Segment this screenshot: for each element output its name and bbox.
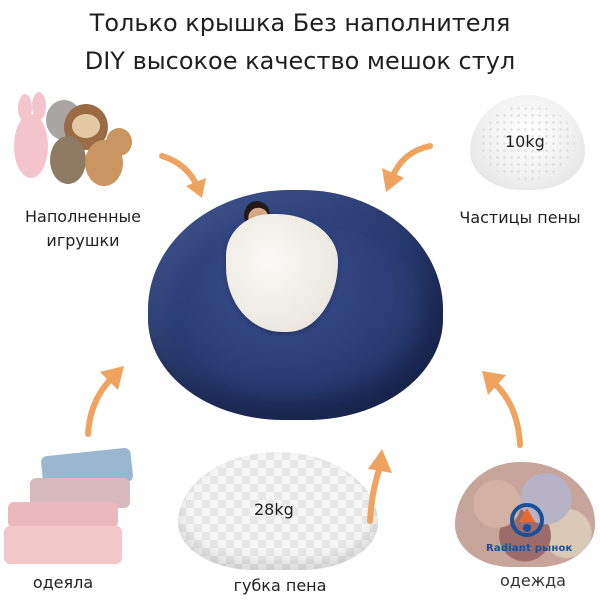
stuffed-toys-label-line-1: Наполненные [24, 207, 141, 226]
foam-particles-label: Частицы пены [459, 208, 581, 227]
brand-logo-icon [510, 503, 544, 537]
arrow-icon [367, 449, 392, 524]
blankets-image [2, 447, 137, 568]
toys-image [10, 92, 150, 192]
arrow-icon [482, 371, 523, 448]
stuffed-toys-label-line-2: игрушки [46, 231, 120, 250]
clothes-image [455, 462, 595, 567]
foam-particles-image [470, 95, 585, 190]
sponge-foam-image [178, 452, 378, 570]
sponge-foam-weight: 28kg [254, 500, 294, 519]
white-blanket-image [226, 214, 338, 332]
arrow-icon [85, 366, 124, 437]
arrow-icon [159, 153, 206, 198]
title-line-1: Только крышка Без наполнителя [89, 9, 511, 37]
foam-particles-weight: 10kg [505, 132, 545, 151]
sponge-foam-label: губка пена [233, 576, 327, 595]
brand-watermark: Radiant рынок [486, 543, 573, 554]
title-line-2: DIY высокое качество мешок стул [84, 47, 516, 75]
clothes-label: одежда [500, 571, 566, 590]
blankets-label: одеяла [32, 573, 94, 592]
arrow-icon [382, 143, 433, 192]
